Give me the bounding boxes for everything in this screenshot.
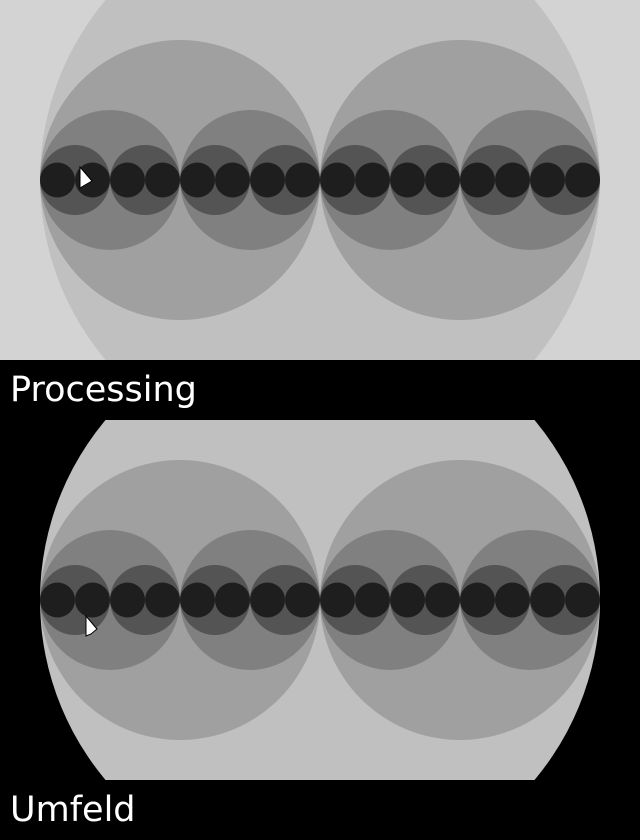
circle-level-4 (285, 582, 320, 618)
circle-level-4 (425, 162, 460, 198)
circle-level-4 (320, 162, 355, 198)
circle-level-4 (285, 162, 320, 198)
circle-level-4 (250, 162, 285, 198)
circle-level-4 (250, 582, 285, 618)
circle-level-4 (215, 162, 250, 198)
circle-level-4 (390, 162, 425, 198)
circle-level-4 (530, 582, 565, 618)
circle-level-4 (565, 162, 600, 198)
circle-level-4 (40, 162, 75, 198)
circle-level-4 (355, 162, 390, 198)
mouse-pointer-icon (85, 614, 98, 637)
recursive-circles (40, 420, 600, 780)
umfeld-render-canvas (0, 420, 640, 780)
circle-level-4 (530, 162, 565, 198)
umfeld-circle-pattern (40, 420, 600, 780)
circle-level-4 (495, 582, 530, 618)
circle-level-4 (110, 162, 145, 198)
circle-level-4 (425, 582, 460, 618)
circle-level-4 (145, 162, 180, 198)
circle-level-4 (320, 582, 355, 618)
umfeld-label: Umfeld (0, 780, 640, 840)
circle-level-4 (460, 582, 495, 618)
processing-render-canvas (0, 0, 640, 360)
circle-level-4 (495, 162, 530, 198)
circle-level-4 (390, 582, 425, 618)
circle-level-4 (215, 582, 250, 618)
mouse-pointer-icon (79, 165, 93, 189)
circle-level-4 (40, 582, 75, 618)
circle-level-4 (460, 162, 495, 198)
circle-level-4 (110, 582, 145, 618)
circle-level-4 (145, 582, 180, 618)
circle-level-4 (180, 162, 215, 198)
circle-level-4 (75, 582, 110, 618)
processing-circle-pattern (40, 0, 600, 360)
recursive-circles (40, 0, 600, 360)
circle-level-4 (355, 582, 390, 618)
circle-level-4 (180, 582, 215, 618)
circle-level-4 (565, 582, 600, 618)
processing-label: Processing (0, 360, 640, 420)
